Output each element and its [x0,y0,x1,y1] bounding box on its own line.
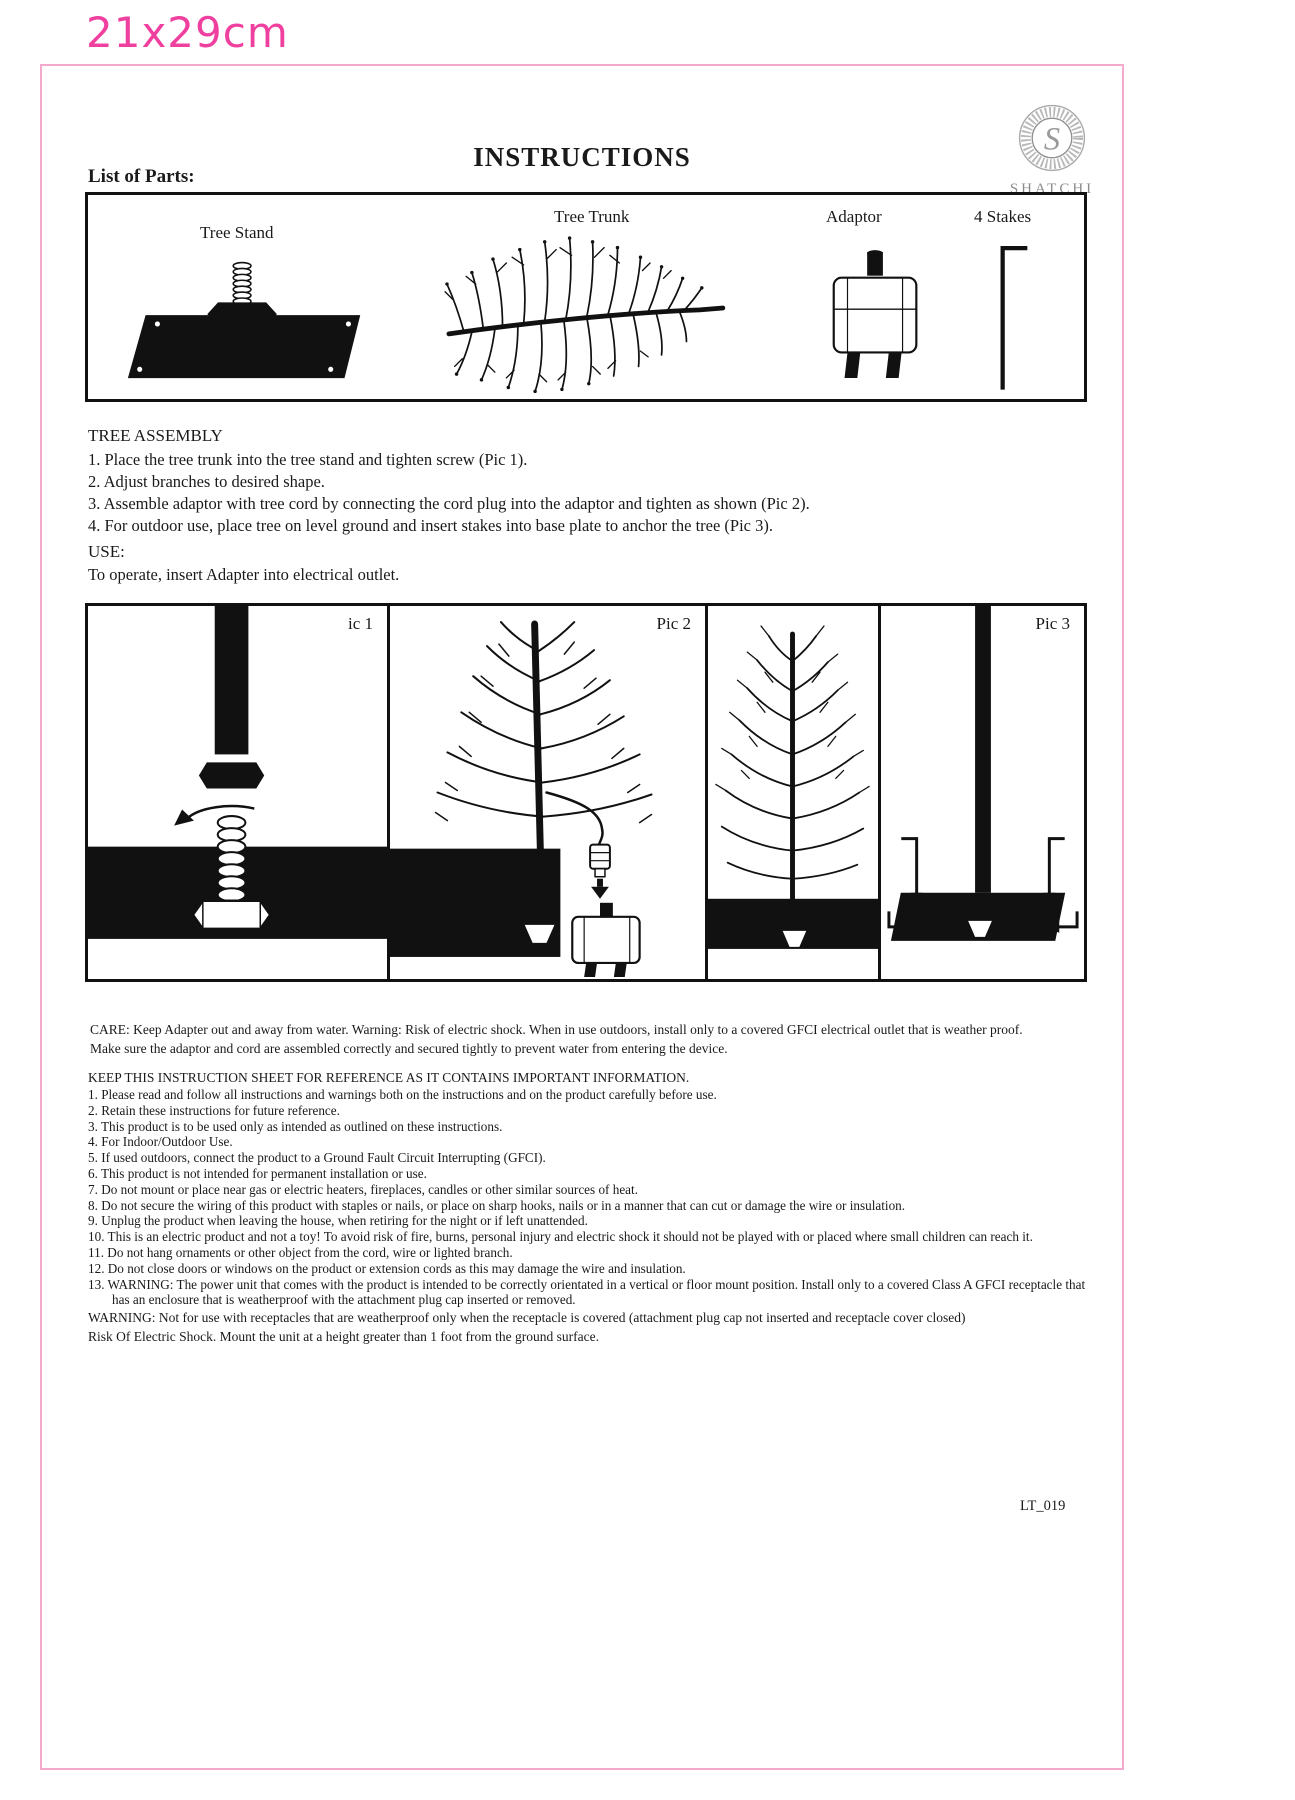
keep-item: 6. This product is not intended for perm… [88,1165,427,1181]
pic3-illustration-icon [887,606,1079,941]
assembly-step: 2. Adjust branches to desired shape. [88,472,325,491]
stakes-illustration-icon [1000,246,1028,390]
assembly-step: 1. Place the tree trunk into the tree st… [88,450,528,469]
care-line: Make sure the adaptor and cord are assem… [90,1041,728,1056]
assembly-steps: 1. Place the tree trunk into the tree st… [88,449,810,537]
parts-box: Tree Stand Tree Trunk Adaptor 4 Stakes [85,192,1087,402]
use-heading: USE: [88,542,125,561]
panel-pic1: ic 1 [88,606,390,979]
keep-item: 4. For Indoor/Outdoor Use. [88,1134,233,1150]
pic3-label: Pic 3 [1033,614,1072,634]
part-label-tree-stand: Tree Stand [200,223,274,242]
tree-stand-illustration-icon [127,261,361,379]
assembly-step: 3. Assemble adaptor with tree cord by co… [88,494,810,513]
keep-item: 7. Do not mount or place near gas or ele… [88,1181,638,1197]
pic2-illustration-icon [390,620,653,977]
pic1-label: ic 1 [345,614,375,634]
keep-item: 1. Please read and follow all instructio… [88,1087,717,1102]
part-label-tree-trunk: Tree Trunk [554,207,630,226]
keep-list: 1. Please read and follow all instructio… [88,1087,1100,1308]
assembly-heading: TREE ASSEMBLY [88,426,223,445]
pictures-box: ic 1 [85,603,1087,982]
keep-item: 12. Do not close doors or windows on the… [88,1260,686,1276]
keep-item: 5. If used outdoors, connect the product… [88,1150,546,1166]
panel-pic2: Pic 2 [390,606,708,979]
care-text: CARE: Keep Adapter out and away from wat… [90,1020,1023,1058]
keep-item: 3. This product is to be used only as in… [88,1118,503,1134]
keep-item: 11. Do not hang ornaments or other objec… [88,1244,513,1260]
pic1-illustration-icon [88,606,387,939]
panel-pic3: Pic 3 [881,606,1084,979]
brand-initial: S [1044,122,1060,158]
brand-logo: S SHATCHI [992,102,1112,198]
warning-line: Risk Of Electric Shock. Mount the unit a… [88,1329,599,1344]
keep-item: 10. This is an electric product and not … [88,1229,1033,1245]
part-label-adaptor: Adaptor [826,207,882,226]
paper-size-label: 21x29cm [86,8,289,57]
keep-item: 13. WARNING: The power unit that comes w… [88,1276,1086,1308]
keep-item: 8. Do not secure the wiring of this prod… [88,1197,906,1213]
use-text: To operate, insert Adapter into electric… [88,565,400,584]
pic2-label: Pic 2 [654,614,693,634]
adaptor-illustration-icon [832,250,918,378]
keep-item: 2. Retain these instructions for future … [88,1102,340,1118]
brand-medallion-icon: S [1018,104,1086,172]
care-line: CARE: Keep Adapter out and away from wat… [90,1022,1023,1037]
panel-tree [708,606,881,979]
keep-item: 9. Unplug the product when leaving the h… [88,1213,588,1229]
keep-heading: KEEP THIS INSTRUCTION SHEET FOR REFERENC… [88,1070,690,1085]
page-title: INSTRUCTIONS [473,142,691,172]
warning-line: WARNING: Not for use with receptacles th… [88,1310,966,1325]
footer-code: LT_019 [1020,1498,1066,1514]
list-of-parts-heading: List of Parts: [88,166,195,187]
instruction-sheet: List of Parts: INSTRUCTIONS S SHATCHI Tr… [40,64,1124,1770]
assembly-step: 4. For outdoor use, place tree on level … [88,516,773,535]
warning-text: WARNING: Not for use with receptacles th… [88,1308,966,1346]
tree-trunk-illustration-icon [444,236,726,394]
full-tree-illustration-icon [708,625,878,949]
part-label-stakes: 4 Stakes [974,207,1032,226]
